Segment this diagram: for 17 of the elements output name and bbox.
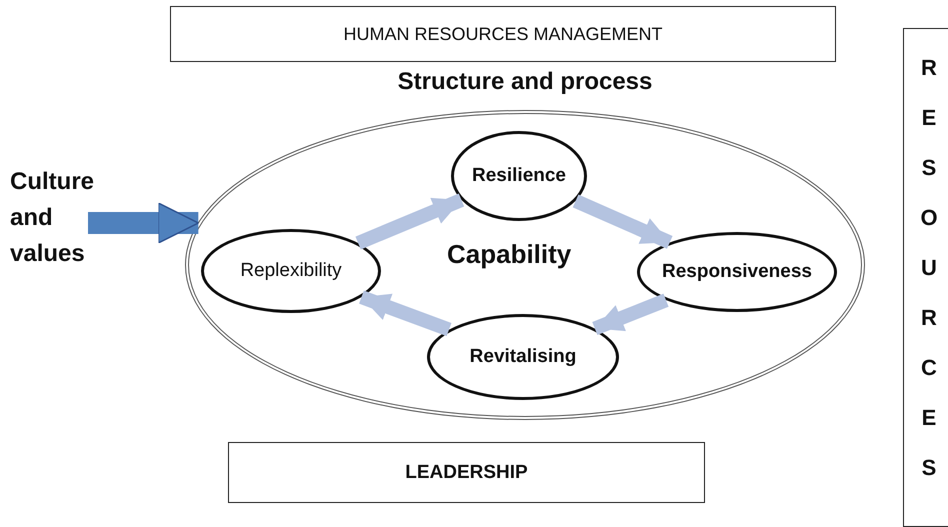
label-box [170,6,836,62]
node-label: LEADERSHIP [405,462,528,484]
vertical-box [903,28,948,527]
node-label: Revitalising [470,346,576,368]
block-arrow [88,202,200,244]
side-label: Culture and values [10,164,120,274]
chevron-arrow [592,294,669,335]
node-label: HUMAN RESOURCES MANAGEMENT [343,24,663,44]
node-label: Replexibility [240,260,342,282]
node-label: Responsiveness [662,261,812,283]
vertical-label: RESOURCES [919,54,939,482]
chevron-arrow [355,194,464,250]
node-label: Resilience [472,165,566,187]
label-box [228,442,705,503]
chevron-arrow [572,194,673,249]
heading: Structure and process [398,68,652,96]
center-label: Capability [447,239,572,270]
